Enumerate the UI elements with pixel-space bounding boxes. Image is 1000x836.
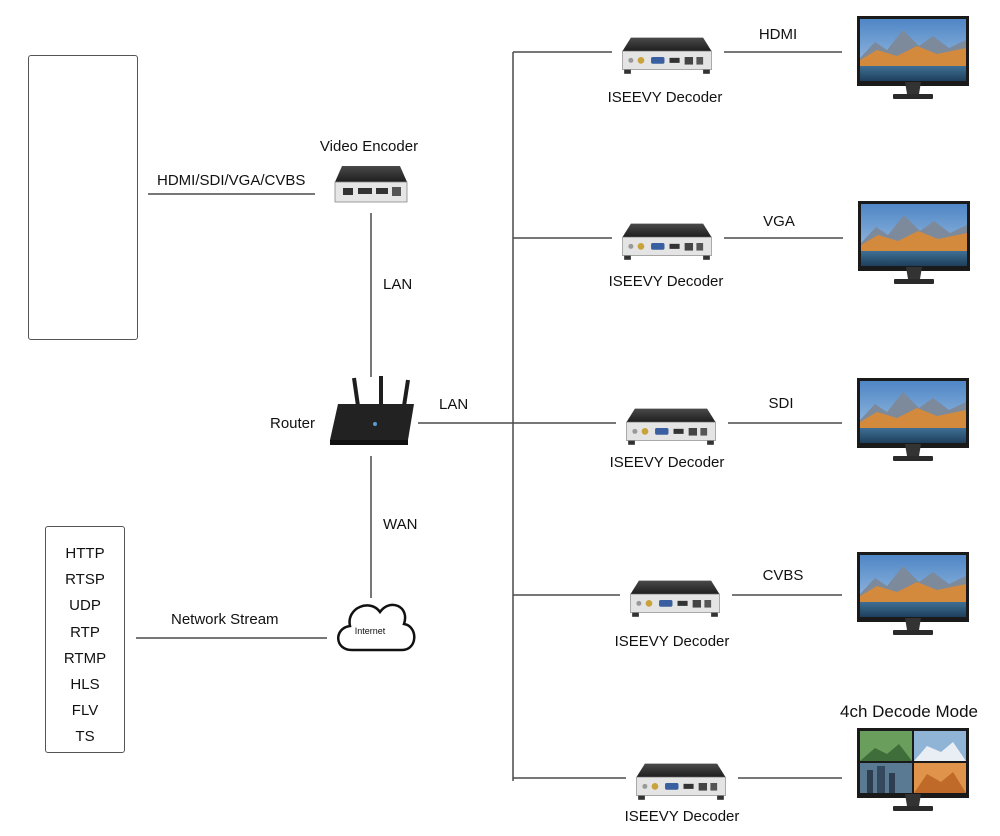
monitor-icon xyxy=(857,552,969,635)
decoder-devices xyxy=(621,37,727,801)
encoder-title: Video Encoder xyxy=(319,138,419,155)
decoder-device-icon xyxy=(621,223,713,261)
decoder-label: ISEEVY Decoder xyxy=(607,89,723,106)
monitor-icon xyxy=(857,16,969,99)
router-icon xyxy=(330,376,414,445)
decoder-label: ISEEVY Decoder xyxy=(624,808,740,825)
protocol-item: RTSP xyxy=(65,571,105,589)
wan-label: WAN xyxy=(383,516,418,533)
output-label-cvbs: CVBS xyxy=(762,567,804,584)
protocol-item: TS xyxy=(75,728,95,746)
output-label-hdmi: HDMI xyxy=(758,26,798,43)
internet-cloud-icon xyxy=(337,603,416,652)
router-label: Router xyxy=(270,415,316,432)
monitors xyxy=(857,16,970,811)
video-encoder-icon xyxy=(334,166,408,203)
internet-label: Internet xyxy=(354,626,386,636)
protocol-item: HTTP xyxy=(65,545,105,562)
decoder-device-icon xyxy=(621,37,713,75)
source-devices-box xyxy=(28,55,138,340)
decoder-output-lines xyxy=(724,51,843,779)
protocol-item: UDP xyxy=(69,597,101,615)
decoder-branch-lines xyxy=(513,51,626,779)
lan-vertical-label: LAN xyxy=(383,276,413,293)
decoder-label: ISEEVY Decoder xyxy=(614,633,730,650)
protocol-item: FLV xyxy=(71,702,99,720)
decoder-device-icon xyxy=(635,763,727,801)
connector-lines xyxy=(136,52,514,781)
monitor-icon xyxy=(857,378,969,461)
protocol-item: RTP xyxy=(70,623,100,641)
monitor-icon xyxy=(858,201,970,284)
decoder-device-icon xyxy=(625,408,717,446)
decoder-label: ISEEVY Decoder xyxy=(609,454,725,471)
output-label-vga: VGA xyxy=(763,213,795,230)
decoder-device-icon xyxy=(629,580,721,618)
quad-view-monitor-icon xyxy=(857,728,969,811)
output-label-sdi: SDI xyxy=(768,395,794,412)
protocol-list-box: HTTP RTSP UDP RTP RTMP HLS FLV TS xyxy=(45,526,125,753)
decode-mode-title: 4ch Decode Mode xyxy=(840,702,978,721)
decoder-label: ISEEVY Decoder xyxy=(608,273,724,290)
protocol-list: HTTP RTSP UDP RTP RTMP HLS FLV TS xyxy=(46,527,124,751)
network-stream-label: Network Stream xyxy=(171,611,279,628)
protocol-item: RTMP xyxy=(63,649,107,667)
encoder-input-label: HDMI/SDI/VGA/CVBS xyxy=(157,172,306,189)
protocol-item: HLS xyxy=(70,675,100,693)
lan-horizontal-label: LAN xyxy=(439,396,469,413)
